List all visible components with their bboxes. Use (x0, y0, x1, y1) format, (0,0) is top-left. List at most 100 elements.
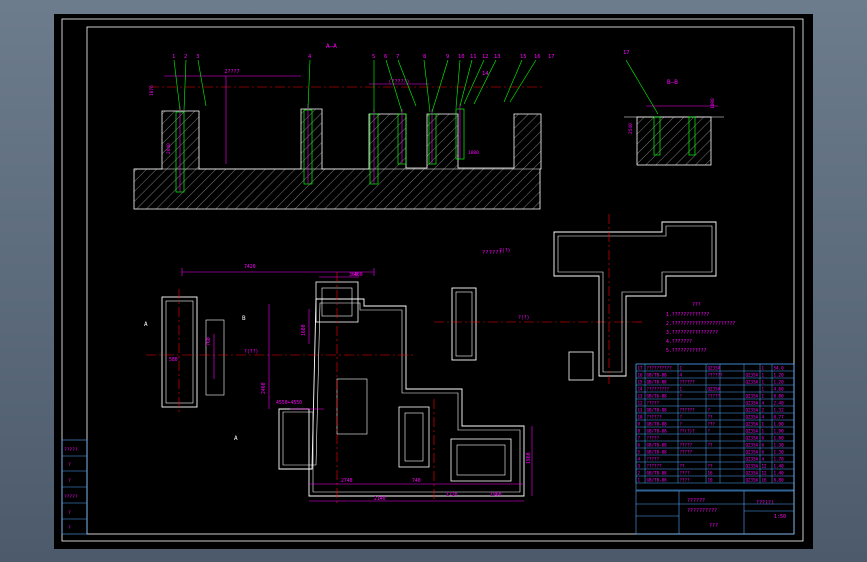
mid-footing (434, 287, 644, 361)
svg-text:11: 11 (470, 54, 477, 60)
svg-text:3: 3 (196, 54, 199, 60)
table-cell: ????? (647, 456, 660, 461)
bb-dim-b: 1000 (710, 98, 716, 109)
plan-marker-b: B (242, 315, 246, 322)
table-cell: GB/T8-88 (647, 421, 668, 426)
plan-left-footing (161, 296, 198, 408)
svg-text:14: 14 (482, 71, 489, 77)
title-scale: 1:50 (774, 514, 786, 520)
table-cell: ?? (708, 463, 714, 468)
table-cell: GB/T8-88 (647, 442, 668, 447)
table-cell: Q235A (708, 365, 721, 370)
table-cell: GB/T8-88 (647, 407, 668, 412)
svg-text:5.????????????: 5.???????????? (666, 348, 707, 354)
svg-text:?(?): ?(?) (499, 248, 511, 254)
svg-text:9: 9 (446, 54, 449, 60)
svg-text:1.?????????????: 1.????????????? (666, 312, 709, 318)
svg-text:1680: 1680 (301, 324, 307, 336)
table-cell: 4 (762, 456, 765, 461)
table-cell: 4 (762, 400, 765, 405)
table-cell: 12 (762, 470, 768, 475)
svg-text:???: ??? (692, 302, 701, 308)
cad-drawing[interactable]: 2???7 (?????) 1076 2640 1880 A—A 1 2 3 4… (54, 14, 813, 549)
svg-text:4: 4 (308, 54, 312, 60)
svg-text:16: 16 (534, 54, 541, 60)
table-cell: ????? (647, 400, 660, 405)
table-cell: 1.70 (774, 456, 785, 461)
table-cell: 1 (762, 393, 765, 398)
table-cell: Q235A (746, 463, 759, 468)
table-cell: 5 (638, 449, 641, 454)
table-cell: 7 (638, 435, 641, 440)
table-cell: 15 (638, 379, 644, 384)
aa-balloon-numbers: 1 2 3 4 5 6 7 8 9 10 11 12 13 14 15 16 1… (172, 54, 555, 77)
svg-text:480: 480 (354, 272, 363, 278)
svg-text:2: 2 (184, 54, 187, 60)
section-bb: B—B 17 2540 1000 (623, 50, 724, 166)
table-cell: GB/T8-88 (647, 449, 668, 454)
table-cell: 9 (638, 421, 641, 426)
table-cell: ??? (708, 421, 716, 426)
svg-text:6: 6 (384, 54, 387, 60)
title-drawing-sub: ?????????? (687, 508, 717, 514)
svg-text:10: 10 (458, 54, 465, 60)
svg-text:?(??): ?(??) (244, 349, 258, 355)
svg-text:12: 12 (482, 54, 489, 60)
table-cell: GB/T8-88 (647, 372, 668, 377)
svg-text:15: 15 (520, 54, 527, 60)
plan-view: 7420 480 2460 4550+4550 2140 2740 740 17… (144, 248, 533, 504)
table-cell: 10 (638, 414, 644, 419)
svg-text:360: 360 (349, 272, 358, 278)
table-cell: ? (708, 407, 711, 412)
table-cell: 0.77 (774, 414, 785, 419)
table-cell: 1.30 (774, 442, 785, 447)
table-cell: Q235A (746, 449, 759, 454)
svg-text:3.????????????????: 3.???????????????? (666, 330, 718, 336)
left-strip (61, 439, 88, 535)
table-cell: Q235A (746, 428, 759, 433)
bb-leader (625, 59, 659, 115)
svg-text:580: 580 (169, 357, 178, 363)
table-cell: ?? (708, 442, 714, 447)
table-cell: Q235A (746, 435, 759, 440)
plan-marker-a-left: A (144, 321, 148, 328)
plan-right-block (450, 438, 512, 482)
table-cell: 17 (638, 365, 644, 370)
table-cell: 1.80 (774, 435, 785, 440)
section-aa: 2???7 (?????) 1076 2640 1880 A—A 1 2 3 4… (133, 43, 555, 210)
table-cell: 1.20 (774, 379, 785, 384)
svg-text:2460: 2460 (261, 382, 267, 394)
table-cell: 1.20 (774, 372, 785, 377)
table-cell: GB/T8-88 (647, 428, 668, 433)
table-cell: Q235A (746, 456, 759, 461)
aa-left-dim-a: 1076 (149, 85, 155, 96)
svg-text:7: 7 (396, 54, 399, 60)
table-cell: 4 (638, 456, 641, 461)
svg-text:4.???????: 4.??????? (666, 339, 692, 345)
table-cell: Q235A (746, 393, 759, 398)
table-cell: 1 (762, 372, 765, 377)
table-cell: ? (680, 414, 683, 419)
aa-mid-dim-text: (?????) (388, 79, 409, 85)
table-cell: 1 (680, 386, 683, 391)
title-block (635, 490, 795, 535)
table-cell: 0.80 (774, 477, 785, 482)
plan-dimension-texts: 7420 480 2460 4550+4550 2140 2740 740 17… (169, 248, 532, 502)
svg-text:?????: ????? (64, 494, 78, 500)
table-cell: 4.60 (774, 386, 785, 391)
table-cell: 1 (638, 477, 641, 482)
table-cell: ?????? (708, 372, 724, 377)
table-cell: GB/T8-88 (647, 470, 668, 475)
svg-text:?: ? (68, 478, 71, 484)
drawing-canvas[interactable]: 2???7 (?????) 1076 2640 1880 A—A 1 2 3 4… (54, 14, 813, 549)
table-cell: ?????? (647, 463, 663, 468)
table-cell: ?????? (680, 379, 696, 384)
aa-right-dim: 1880 (468, 150, 479, 156)
table-cell: 12 (638, 400, 644, 405)
